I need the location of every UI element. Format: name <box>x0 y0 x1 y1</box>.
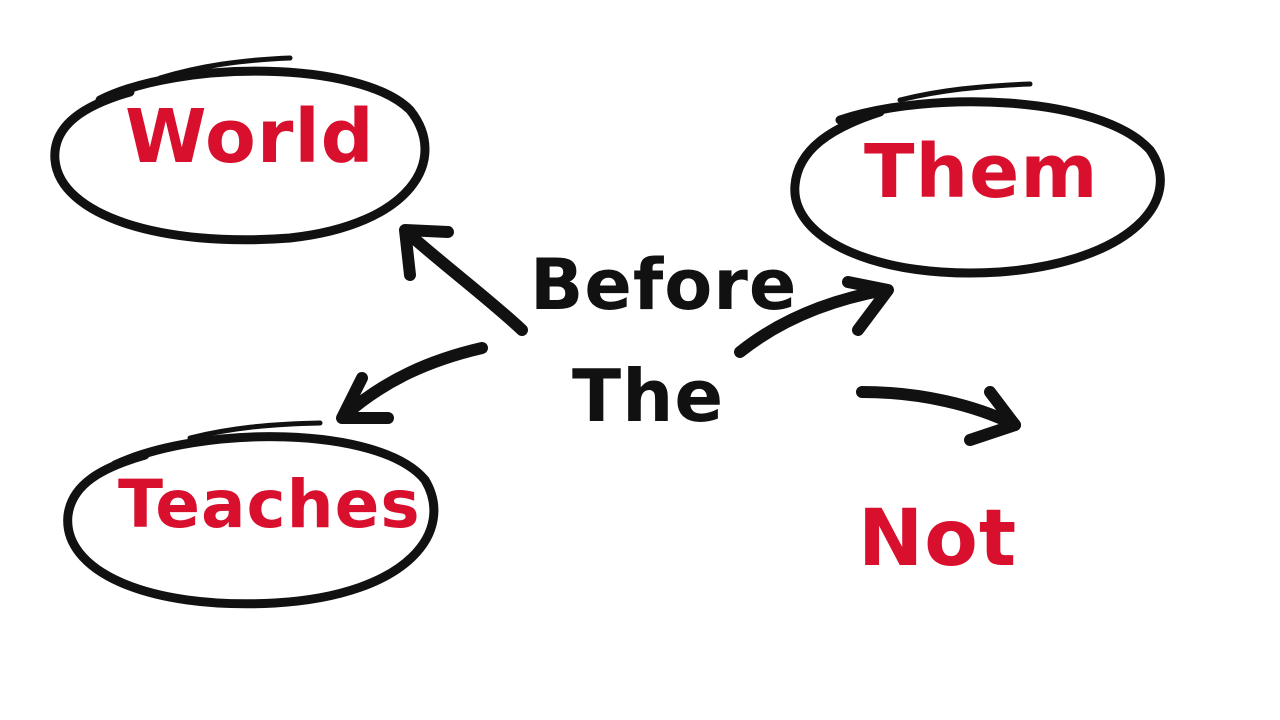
node-world: World <box>125 94 375 180</box>
teaches-circle <box>63 420 439 609</box>
center-word-the: The <box>572 354 725 438</box>
them-circle <box>790 81 1165 278</box>
arrow-to-world <box>399 224 528 336</box>
arrow-to-them <box>734 276 894 358</box>
center-word-before: Before <box>530 244 798 326</box>
node-not: Not <box>858 494 1018 584</box>
node-teaches: Teaches <box>118 466 421 543</box>
arrow-to-not <box>856 386 1021 446</box>
world-circle <box>50 55 430 245</box>
node-them: Them <box>864 129 1099 215</box>
arrow-to-teaches <box>336 342 488 424</box>
